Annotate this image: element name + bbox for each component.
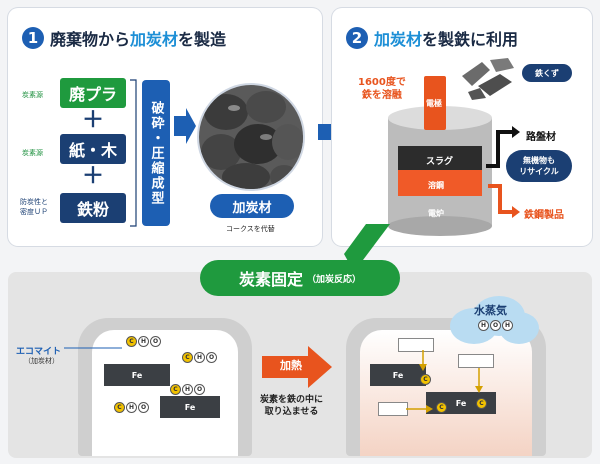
step1-number: 1: [22, 27, 44, 49]
heat-caption: 炭素を鉄の中に 取り込ませる: [260, 395, 324, 417]
slag-label: スラグ: [426, 157, 454, 167]
furnace-label: 電炉: [428, 209, 444, 218]
molten-steel-label: 溶鋼: [428, 181, 444, 190]
carburizer-image: [197, 83, 305, 191]
scrap-iron-badge: 鉄くず: [522, 64, 572, 82]
steam-label: 水蒸気: [474, 304, 507, 317]
arrow-down-icon: [475, 368, 483, 393]
steel-products-label: 鉄鋼製品: [524, 210, 564, 221]
electrode-rod: [424, 76, 446, 130]
empty-slot: [458, 354, 494, 368]
step2-header: 2 加炭材を製鉄に利用: [346, 26, 518, 50]
arrow-down-icon: [419, 350, 427, 371]
plus-sign-2: ＋: [82, 164, 105, 189]
crush-compress-step: 破砕・圧縮成型: [142, 80, 170, 226]
empty-slot: [398, 338, 434, 352]
iron-block: Fe: [160, 396, 220, 418]
inorganic-recycle-badge: 無機物も リサイクル: [506, 150, 572, 182]
carburizer-label: 加炭材: [210, 194, 294, 218]
ecomite-sublabel: （加炭材）: [24, 357, 59, 365]
scrap-iron-icon: [462, 58, 514, 100]
roadbed-label: 路盤材: [526, 132, 556, 143]
arrow-right-icon: [486, 126, 520, 168]
bracket-icon: [130, 79, 137, 227]
carbon-fixation-banner: 炭素固定 （加炭反応）: [200, 260, 400, 296]
ecomite-label: エコマイト: [16, 347, 62, 357]
arrow-right-icon: [174, 108, 196, 144]
carbon-source-label-2: 炭素源: [22, 149, 43, 157]
fixation-subtitle: （加炭反応）: [307, 274, 362, 285]
arrow-right-icon: [406, 405, 433, 413]
iron-powder-box: 鉄粉: [60, 193, 126, 223]
carbon-atom: C: [476, 398, 487, 409]
density-label: 防炭性と 密度ＵＰ: [20, 198, 48, 216]
pointer-line: [64, 347, 122, 349]
carbon-atom: C: [420, 374, 431, 385]
step2-title: 加炭材を製鉄に利用: [374, 30, 519, 49]
iron-block: Fe: [370, 364, 426, 386]
arrow-right-icon: [488, 184, 520, 218]
coke-substitute-caption: コークスを代替: [226, 225, 275, 233]
iron-block: Fe: [104, 364, 170, 386]
carbon-atom: C: [436, 402, 447, 413]
before-vessel-inner: [92, 330, 238, 456]
plus-sign-1: ＋: [82, 108, 105, 133]
heat-label: 加熱: [280, 359, 302, 372]
waste-plastic-box: 廃プラ: [60, 78, 126, 108]
electrode-label: 電極: [426, 99, 442, 108]
paper-wood-box: 紙・木: [60, 134, 126, 164]
step1-title: 廃棄物から加炭材を製造: [50, 30, 227, 49]
step1-header: 1 廃棄物から加炭材を製造: [22, 26, 226, 50]
heat-arrow-icon: [262, 346, 332, 388]
temperature-note: 1600度で 鉄を溶融: [358, 77, 406, 101]
fixation-title: 炭素固定: [238, 270, 303, 289]
step2-number: 2: [346, 27, 368, 49]
carbon-source-label-1: 炭素源: [22, 91, 43, 99]
empty-slot: [378, 402, 408, 416]
